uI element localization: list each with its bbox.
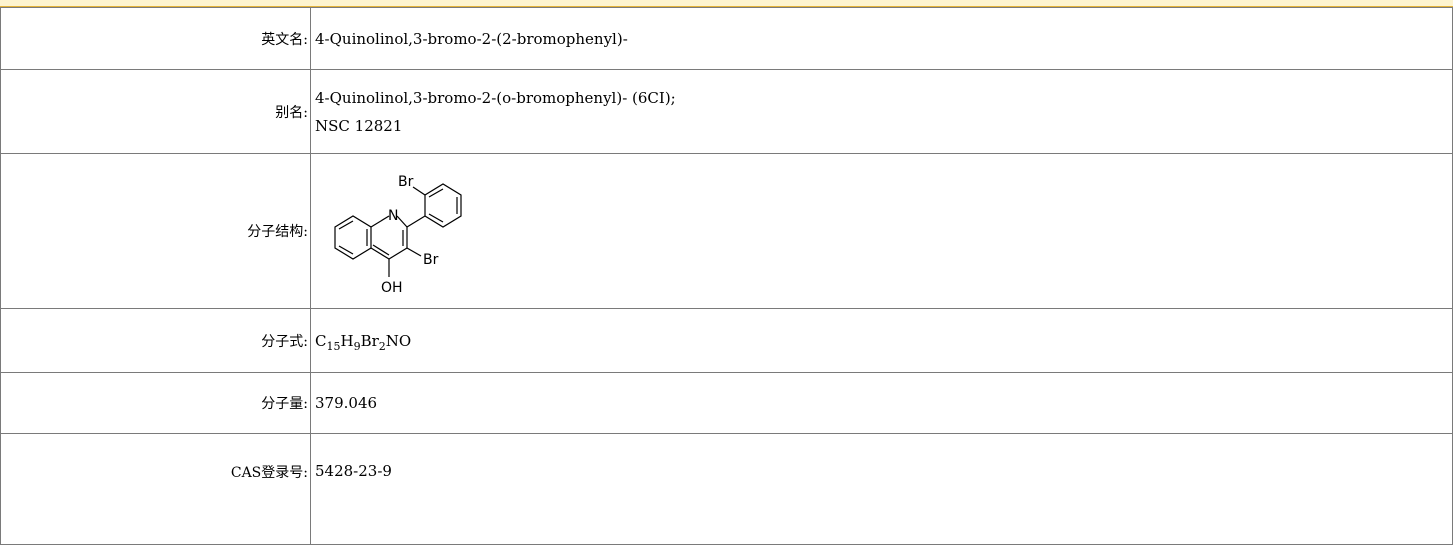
atom-label-n: N bbox=[388, 208, 398, 224]
molecular-weight-label: 分子量: bbox=[0, 372, 311, 434]
table-row-cas: CAS登录号: 5428-23-9 bbox=[0, 433, 1453, 545]
structure-cell: Br N Br OH bbox=[310, 153, 1453, 309]
formula-part: NO bbox=[385, 331, 412, 350]
alias-item: NSC 12821 bbox=[315, 116, 403, 135]
bond bbox=[406, 215, 426, 228]
table-row-formula: 分子式: C15H9Br2NO bbox=[0, 308, 1453, 373]
header-band bbox=[0, 0, 1453, 7]
molecular-structure-image: Br N Br OH bbox=[334, 174, 462, 296]
bond bbox=[338, 220, 354, 230]
table-row-english-name: 英文名: 4-Quinolinol,3-bromo-2-(2-bromophen… bbox=[0, 7, 1453, 70]
formula-part: Br bbox=[360, 331, 379, 350]
atom-label-br-right: Br bbox=[423, 252, 439, 268]
molecular-weight-value: 379.046 bbox=[310, 372, 1453, 434]
aliases-value: 4-Quinolinol,3-bromo-2-(o-bromophenyl)- … bbox=[310, 69, 1453, 154]
bond bbox=[428, 188, 444, 198]
english-name-value: 4-Quinolinol,3-bromo-2-(2-bromophenyl)- bbox=[310, 7, 1453, 70]
formula-subscript: 15 bbox=[326, 339, 341, 353]
table-row-structure: 分子结构: bbox=[0, 153, 1453, 309]
table-row-aliases: 别名: 4-Quinolinol,3-bromo-2-(o-bromopheny… bbox=[0, 69, 1453, 154]
atom-label-br-top: Br bbox=[398, 174, 414, 190]
atom-label-oh: OH bbox=[381, 280, 403, 296]
formula-value: C15H9Br2NO bbox=[310, 308, 1453, 373]
aliases-label: 别名: bbox=[0, 69, 311, 154]
english-name-label: 英文名: bbox=[0, 7, 311, 70]
cas-label: CAS登录号: bbox=[0, 433, 311, 545]
formula-part: C bbox=[315, 331, 327, 350]
formula-subscript: 9 bbox=[353, 339, 361, 353]
phenyl-ring bbox=[424, 183, 462, 228]
bond bbox=[338, 245, 354, 255]
bond bbox=[412, 186, 426, 196]
alias-item: 4-Quinolinol,3-bromo-2-(o-bromophenyl)- … bbox=[315, 88, 676, 107]
formula-label: 分子式: bbox=[0, 308, 311, 373]
benzo-ring bbox=[334, 215, 372, 260]
formula-subscript: 2 bbox=[378, 339, 386, 353]
bond bbox=[406, 247, 422, 257]
bond bbox=[370, 247, 390, 260]
bond bbox=[370, 215, 390, 228]
bond bbox=[428, 213, 444, 223]
bond bbox=[396, 215, 408, 228]
structure-label: 分子结构: bbox=[0, 153, 311, 309]
bond bbox=[388, 247, 408, 260]
formula-part: H bbox=[340, 331, 354, 350]
cas-value: 5428-23-9 bbox=[310, 433, 1453, 545]
table-row-molecular-weight: 分子量: 379.046 bbox=[0, 372, 1453, 434]
bond bbox=[372, 244, 390, 256]
compound-info-table: 英文名: 4-Quinolinol,3-bromo-2-(2-bromophen… bbox=[0, 7, 1453, 545]
